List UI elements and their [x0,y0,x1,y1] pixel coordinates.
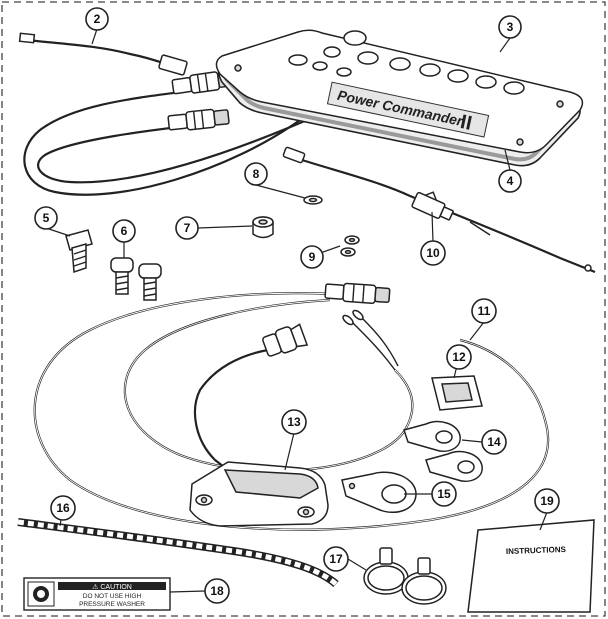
callout-6: 6 [112,219,136,243]
part-3-controller: Power Commander II [215,29,584,154]
part-11-sensor-harness [33,282,550,531]
caution-heading: ⚠ CAUTION [92,583,132,591]
callout-16-number: 16 [56,501,70,515]
callout-19-number: 19 [540,494,554,508]
callout-13: 13 [281,409,307,435]
leader-lines [45,28,548,593]
callout-4-number: 4 [507,174,514,188]
callout-7: 7 [175,216,199,240]
part-9-nuts [340,235,360,257]
callout-15: 15 [431,481,457,507]
callout-8-number: 8 [253,167,260,181]
callout-9: 9 [300,245,324,269]
callout-13-number: 13 [287,415,301,429]
part-8-washer [303,195,323,205]
part-17-hose-clamps [363,547,447,605]
callout-9-number: 9 [309,250,316,264]
part-7-spacer [252,216,274,239]
callout-14: 14 [481,429,507,455]
part-2-sensor-wire [18,32,188,76]
callout-5: 5 [34,206,58,230]
callout-6-number: 6 [121,224,128,238]
part-14-clamps [403,420,483,482]
callout-7-number: 7 [184,221,191,235]
callout-17: 17 [323,546,349,572]
callout-10: 10 [420,240,446,266]
controller-series-text: II [458,111,473,135]
part-19-instructions-card: INSTRUCTIONS [467,519,595,613]
callout-8: 8 [244,162,268,186]
part-10-fuse-wire [282,146,596,274]
part-18-caution-label: ⚠ CAUTION DO NOT USE HIGH PRESSURE WASHE… [23,577,171,611]
callout-15-number: 15 [437,487,451,501]
callout-3: 3 [498,15,522,39]
callout-18: 18 [204,578,230,604]
part-15-large-clamp [341,471,417,514]
callout-18-number: 18 [210,584,224,598]
part-16-spiral-wrap [17,518,339,588]
part-5-bolt [65,229,93,274]
part-6-screws [110,257,162,301]
callout-11: 11 [471,298,497,324]
callout-19: 19 [534,488,560,514]
callout-12-number: 12 [452,350,466,364]
instructions-label: INSTRUCTIONS [506,545,567,556]
caution-line-1: DO NOT USE HIGH [83,593,142,600]
callout-4: 4 [498,169,522,193]
callout-17-number: 17 [329,552,343,566]
callout-16: 16 [50,495,76,521]
controller-buttons [288,30,525,95]
callout-12: 12 [446,344,472,370]
callout-10-number: 10 [426,246,440,260]
caution-line-2: PRESSURE WASHER [79,601,145,608]
callout-3-number: 3 [507,20,514,34]
callout-5-number: 5 [43,211,50,225]
callout-2-number: 2 [94,12,101,26]
callout-2: 2 [85,7,109,31]
part-13-sensor [189,323,329,527]
part-12-mount [431,375,483,411]
callouts: 2 3 4 5 6 7 8 9 10 11 12 13 14 15 16 17 … [34,7,560,604]
callout-11-number: 11 [478,304,491,318]
callout-14-number: 14 [487,435,501,449]
